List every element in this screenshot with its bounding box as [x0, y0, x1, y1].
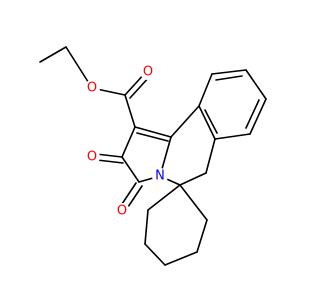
- bond-c3-o-double-a: [121, 182, 137, 205]
- bond-cy-d-cy-e: [196, 219, 208, 253]
- bond-c2-c3: [121, 156, 140, 183]
- bond-c10b-c10a: [170, 105, 200, 138]
- bond-cy-e-c5: [179, 184, 208, 221]
- bond-c2-o-double-b: [96, 159, 124, 164]
- ketone-oxygen-3-label: O: [117, 204, 127, 219]
- atom-label-background: [140, 64, 156, 80]
- chemical-structure-diagram: O O O O N: [39, 46, 267, 266]
- atom-label-background: [114, 203, 130, 219]
- bond-layer: [39, 46, 267, 266]
- atom-label-background: [84, 149, 100, 165]
- bond-c10-c9-inner: [215, 75, 243, 81]
- atom-ketone-oxygen-3: O: [114, 203, 130, 219]
- bond-c8-c7-inner: [245, 99, 260, 129]
- bond-c6a-c6: [205, 138, 216, 174]
- bond-c1-c10b-double-b: [136, 132, 169, 142]
- ketone-oxygen-2-label: O: [87, 150, 97, 165]
- bond-c10a-c6a: [198, 105, 216, 140]
- bond-c1-c10b-double-a: [134, 126, 172, 138]
- bond-c3-o-double-b: [127, 185, 143, 208]
- bond-cy-c-cy-d: [164, 251, 198, 266]
- ester-ether-oxygen-label: O: [87, 81, 97, 96]
- atom-ester-carbonyl-oxygen: O: [140, 64, 156, 80]
- bond-c10a-c10: [198, 73, 213, 107]
- bond-c6-c5: [179, 172, 207, 186]
- atom-ring-nitrogen: N: [152, 168, 168, 184]
- bond-c-carbonyl-c1: [124, 94, 136, 128]
- ester-carbonyl-oxygen-label: O: [143, 65, 153, 80]
- bond-cy-a-cy-b: [144, 209, 149, 245]
- bond-c10a-c6a-inner: [204, 109, 218, 134]
- atom-ester-ether-oxygen: O: [84, 80, 100, 96]
- bond-c5-cy-a: [147, 184, 181, 211]
- bond-ch3-ch2: [39, 46, 67, 63]
- bond-c7-c6a-outer: [214, 133, 251, 140]
- bond-cy-b-cy-c: [144, 243, 166, 266]
- atom-ketone-oxygen-2: O: [84, 149, 100, 165]
- atom-label-background: [84, 80, 100, 96]
- bond-c1-c2: [121, 126, 136, 158]
- bond-c9-c8: [245, 69, 267, 100]
- atom-label-background: [152, 168, 168, 184]
- atom-label-layer: O O O O N: [84, 64, 168, 219]
- ring-nitrogen-label: N: [155, 169, 165, 184]
- bond-c8-c7: [249, 98, 267, 135]
- bond-c10-c9-outer: [211, 69, 247, 75]
- bond-c2-o-double-a: [95, 153, 123, 158]
- bond-ch2-o-ether: [65, 46, 93, 89]
